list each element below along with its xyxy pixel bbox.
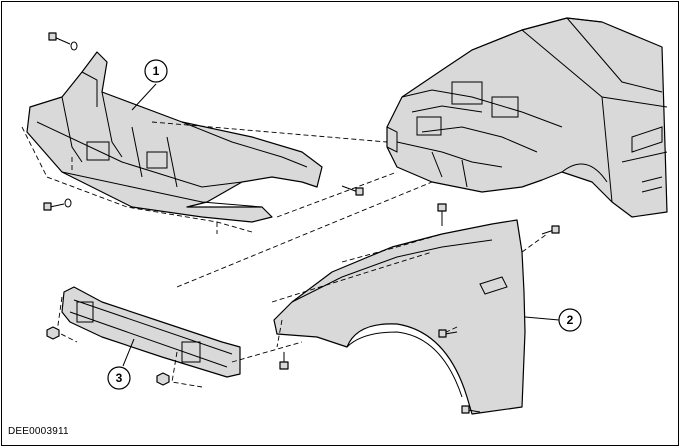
callout-3-label: 3 [116,371,123,385]
callout-2-label: 2 [567,313,574,327]
bolt-icon [279,352,289,370]
bolt-icon [341,185,364,196]
bolt-icon [461,405,481,414]
front-end-carrier [21,51,323,234]
alignment-lines [151,121,433,363]
bolt-icon [438,329,458,338]
nut-icon [156,372,170,386]
front-bumper-reinforcement [56,286,241,388]
callout-3: 3 [107,338,135,390]
callout-2: 2 [524,308,582,332]
callout-1: 1 [131,59,168,111]
vehicle-body [386,17,668,218]
bolt-icon [541,225,560,235]
nut-icon [46,326,60,340]
washer-icon [70,41,78,51]
front-fender [273,219,548,415]
washer-icon [64,198,72,208]
bolt-icon [48,32,71,45]
bolt-icon [437,203,447,226]
bolt-icon [43,202,65,211]
reference-code: DEE0003911 [8,426,69,437]
callout-1-label: 1 [153,64,160,78]
